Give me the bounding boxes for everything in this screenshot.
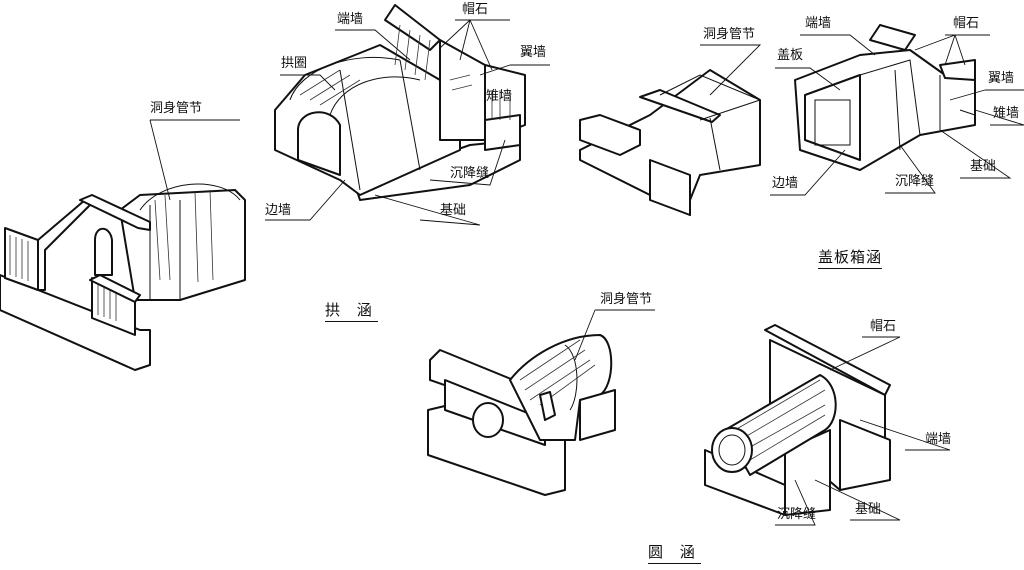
arch-end-wall-label: 端墙	[337, 12, 364, 27]
box-cover-slab-label: 盖板	[777, 48, 804, 63]
pipe-culvert-left-drawing	[427, 334, 616, 496]
pipe-culvert-title: 圆 涵	[648, 545, 701, 564]
box-side-wall-label: 边墙	[772, 176, 799, 191]
box-barrel-label: 洞身管节	[703, 27, 756, 42]
arch-side-wall-label: 边墙	[265, 203, 292, 218]
pipe-barrel-label: 洞身管节	[600, 292, 653, 307]
arch-culvert-title: 拱 涵	[325, 303, 378, 322]
arch-culvert-left-drawing	[0, 183, 246, 371]
box-culvert-drawing	[794, 24, 976, 171]
pipe-foundation-label: 基础	[855, 502, 882, 517]
arch-settlement-joint-label: 沉降缝	[450, 166, 490, 181]
arch-barrel-label: 洞身管节	[150, 101, 203, 116]
box-culvert-title: 盖板箱涵	[818, 250, 883, 269]
box-wing-wall-label: 翼墙	[988, 71, 1015, 86]
pipe-culvert-drawing	[704, 324, 891, 516]
arch-cap-stone-label: 帽石	[462, 2, 489, 17]
arch-culvert-drawing	[274, 4, 526, 201]
arch-foundation-label: 基础	[440, 203, 467, 218]
arch-wing-wall-label: 翼墙	[520, 45, 547, 60]
box-culvert-middle-drawing	[579, 69, 761, 216]
leader-lines	[149, 19, 1024, 526]
box-cone-wall-label: 雉墙	[993, 106, 1020, 121]
pipe-settlement-joint-label: 沉降缝	[777, 507, 817, 522]
box-settlement-joint-label: 沉降缝	[895, 174, 935, 189]
arch-cone-wall-label: 雉墙	[486, 89, 513, 104]
box-cap-stone-label: 帽石	[953, 16, 980, 31]
arch-ring-label: 拱圈	[281, 56, 308, 71]
pipe-end-wall-label: 端墙	[925, 432, 952, 447]
pipe-cap-stone-label: 帽石	[870, 319, 897, 334]
box-end-wall-label: 端墙	[805, 16, 832, 31]
box-foundation-label: 基础	[970, 159, 997, 174]
